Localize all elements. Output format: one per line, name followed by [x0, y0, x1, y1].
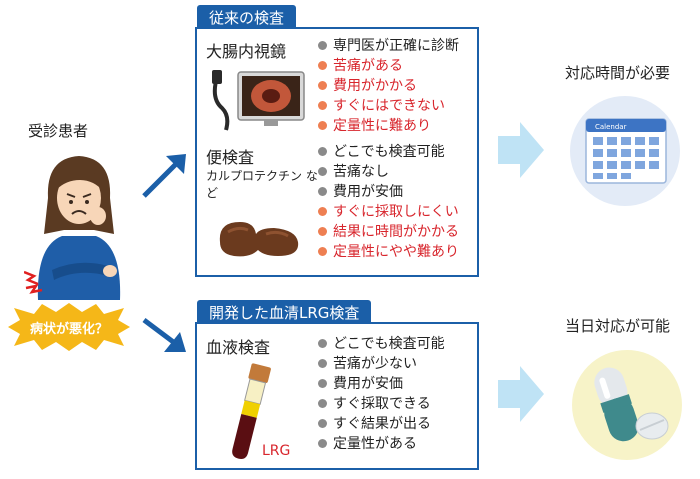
- lrg-tube-label: LRG: [262, 443, 291, 459]
- item-text: 苦痛が少ない: [333, 356, 417, 372]
- item-text: 苦痛がある: [333, 58, 403, 74]
- endoscope-monitor-illustration: [212, 70, 305, 131]
- stool-item: 費用が安価: [318, 182, 459, 202]
- developed-result-label: 当日対応が可能: [565, 317, 671, 335]
- blood-tube-illustration: [232, 363, 271, 459]
- bullet-dot: [318, 339, 327, 348]
- process-arrow-developed: [498, 366, 544, 422]
- calendar-icon: Calendar: [585, 118, 667, 184]
- stool-items: どこでも検査可能 苦痛なし 費用が安価 すぐに採取しにくい 結果に時間がかかる …: [318, 142, 459, 262]
- item-text: 専門医が正確に診断: [333, 38, 459, 54]
- blood-item: 定量性がある: [318, 434, 445, 454]
- bullet-dot: [318, 81, 327, 90]
- blood-item: すぐ結果が出る: [318, 414, 445, 434]
- endoscopy-item: 定量性に難あり: [318, 116, 459, 136]
- conventional-tests-title: 従来の検査: [197, 5, 297, 29]
- item-text: すぐ結果が出る: [333, 416, 431, 432]
- bullet-dot: [318, 187, 327, 196]
- bullet-dot: [318, 227, 327, 236]
- endoscopy-item: 苦痛がある: [318, 56, 459, 76]
- stool-item: 苦痛なし: [318, 162, 459, 182]
- endoscopy-name: 大腸内視鏡: [206, 42, 287, 61]
- endoscopy-items: 専門医が正確に診断 苦痛がある 費用がかかる すぐにはできない 定量性に難あり: [318, 36, 459, 136]
- blood-test-name: 血液検査: [206, 338, 271, 357]
- bullet-dot: [318, 147, 327, 156]
- item-text: 定量性に難あり: [333, 118, 431, 134]
- blood-item: すぐ採取できる: [318, 394, 445, 414]
- stool-item: 結果に時間がかかる: [318, 222, 459, 242]
- stool-item: どこでも検査可能: [318, 142, 459, 162]
- blood-item: 費用が安価: [318, 374, 445, 394]
- item-text: 結果に時間がかかる: [333, 224, 459, 240]
- stool-test-name: 便検査: [206, 148, 255, 167]
- bullet-dot: [318, 207, 327, 216]
- item-text: 苦痛なし: [333, 164, 389, 180]
- bullet-dot: [318, 121, 327, 130]
- bullet-dot: [318, 101, 327, 110]
- medicine-capsule-icon: [594, 367, 669, 442]
- item-text: 費用がかかる: [333, 78, 417, 94]
- arrow-to-developed: [142, 318, 186, 352]
- blood-item: どこでも検査可能: [318, 334, 445, 354]
- stool-test-sub: カルプロテクチン など: [206, 169, 318, 200]
- stool-sample-illustration: [219, 222, 299, 257]
- bullet-dot: [318, 359, 327, 368]
- item-text: 定量性にやや難あり: [333, 244, 459, 260]
- patient-illustration: [24, 156, 121, 300]
- item-text: すぐにはできない: [333, 98, 445, 114]
- item-text: 費用が安価: [333, 376, 403, 392]
- bullet-dot: [318, 379, 327, 388]
- conventional-result-label: 対応時間が必要: [565, 64, 671, 82]
- item-text: どこでも検査可能: [333, 336, 445, 352]
- bullet-dot: [318, 61, 327, 70]
- calendar-title: Calendar: [595, 123, 627, 131]
- worsening-label: 病状が悪化？: [29, 321, 108, 337]
- stool-item: すぐに採取しにくい: [318, 202, 459, 222]
- arrow-to-conventional: [142, 154, 186, 198]
- bullet-dot: [318, 399, 327, 408]
- patient-label: 受診患者: [28, 122, 89, 140]
- bullet-dot: [318, 439, 327, 448]
- endoscopy-item: 専門医が正確に診断: [318, 36, 459, 56]
- item-text: すぐ採取できる: [333, 396, 431, 412]
- endoscopy-item: すぐにはできない: [318, 96, 459, 116]
- item-text: すぐに採取しにくい: [333, 204, 459, 220]
- item-text: 定量性がある: [333, 436, 417, 452]
- item-text: どこでも検査可能: [333, 144, 445, 160]
- bullet-dot: [318, 419, 327, 428]
- blood-item: 苦痛が少ない: [318, 354, 445, 374]
- bullet-dot: [318, 167, 327, 176]
- item-text: 費用が安価: [333, 184, 403, 200]
- bullet-dot: [318, 41, 327, 50]
- endoscopy-item: 費用がかかる: [318, 76, 459, 96]
- developed-test-title: 開発した血清LRG検査: [197, 300, 372, 324]
- worsening-burst: [8, 303, 130, 351]
- stool-item: 定量性にやや難あり: [318, 242, 459, 262]
- bullet-dot: [318, 247, 327, 256]
- blood-items: どこでも検査可能 苦痛が少ない 費用が安価 すぐ採取できる すぐ結果が出る 定量…: [318, 334, 445, 454]
- process-arrow-conventional: [498, 122, 544, 178]
